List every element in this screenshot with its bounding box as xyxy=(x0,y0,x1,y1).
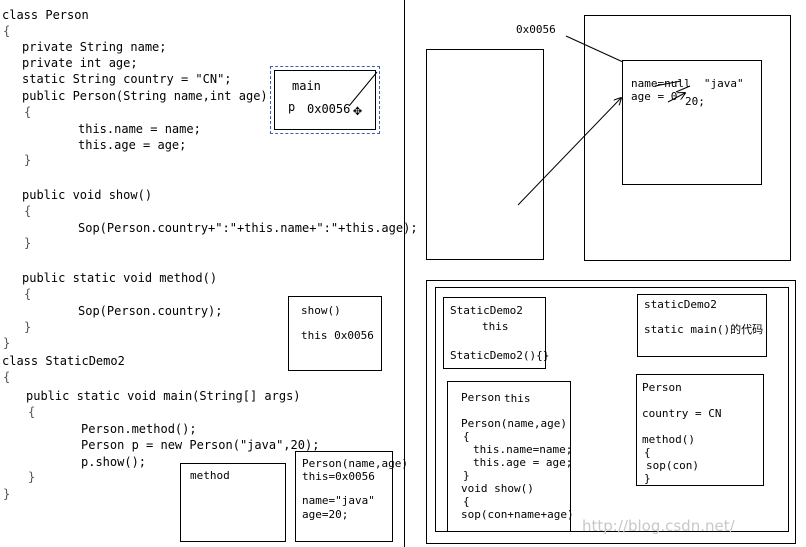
stack-show-title: show() xyxy=(301,304,341,317)
code-main-line2: Person p = new Person("java",20); xyxy=(81,438,320,452)
code-brace: { xyxy=(644,446,651,459)
code-method-signature: public static void method() xyxy=(22,271,218,285)
code-ctor-line2: this.age = age; xyxy=(78,138,187,152)
main-frame-pointer xyxy=(348,71,378,107)
class-person-show: void show() xyxy=(461,482,534,495)
static-person: Person country = CN method() { sop(con) … xyxy=(636,374,764,486)
reference-arrow xyxy=(517,98,621,206)
address-line xyxy=(565,35,624,63)
panel-divider xyxy=(404,0,405,547)
code-brace: } xyxy=(463,469,470,482)
static-staticdemo2: staticDemo2 static main()的代码 xyxy=(637,294,767,357)
stack-frame-person-ctor: Person(name,age) this=0x0056 name="java"… xyxy=(295,451,408,542)
code-brace: } xyxy=(24,320,32,334)
code-class-person: class Person xyxy=(2,8,89,22)
code-brace: { xyxy=(3,24,11,38)
static-staticdemo2-title: staticDemo2 xyxy=(644,298,717,311)
method-area-outer xyxy=(426,280,796,544)
static-person-country: country = CN xyxy=(642,407,722,420)
stack-frame-main-inner xyxy=(274,70,376,130)
class-person-this: this xyxy=(504,392,531,405)
code-brace: { xyxy=(24,204,32,218)
code-show-signature: public void show() xyxy=(22,188,153,202)
class-staticdemo2-this: this xyxy=(482,320,509,333)
person-object: name=null "java" age = 0 20; xyxy=(622,60,762,185)
class-person-title: Person xyxy=(461,391,501,404)
code-brace: { xyxy=(24,105,32,119)
code-ctor-signature: public Person(String name,int age) xyxy=(22,89,268,103)
code-brace: } xyxy=(3,336,11,350)
age-strike xyxy=(675,85,691,93)
heap-address-label: 0x0056 xyxy=(516,23,556,36)
code-brace: { xyxy=(24,287,32,301)
object-age-new-value: 20; xyxy=(685,95,705,108)
stack-frame-show: show() this 0x0056 xyxy=(288,296,382,371)
stack-main-ref: 0x0056 xyxy=(307,102,351,116)
class-person-show-body: sop(con+name+age) xyxy=(461,508,574,521)
stack-ctor-title: Person(name,age) xyxy=(302,457,408,470)
class-staticdemo2-title: StaticDemo2 xyxy=(450,304,523,317)
code-method-body: Sop(Person.country); xyxy=(78,304,223,318)
class-staticdemo2-ctor: StaticDemo2(){} xyxy=(450,349,550,362)
class-person-line2: this.age = age; xyxy=(473,456,573,469)
code-class-demo: class StaticDemo2 xyxy=(2,354,125,368)
object-age-field: age = 0 xyxy=(631,90,678,103)
stack-ctor-age: age=20; xyxy=(302,508,349,521)
code-main-line3: p.show(); xyxy=(81,455,147,469)
stack-main-title: main xyxy=(292,79,321,93)
stack-ctor-this: this=0x0056 xyxy=(302,470,375,483)
class-person-line1: this.name=name; xyxy=(473,443,573,456)
code-brace: } xyxy=(3,487,11,501)
null-strike xyxy=(654,80,682,87)
heap-region xyxy=(584,15,791,261)
stack-show-this: this 0x0056 xyxy=(301,329,374,342)
class-staticdemo2: StaticDemo2 this StaticDemo2(){} xyxy=(443,297,550,369)
static-person-method: method() xyxy=(642,433,695,446)
static-person-body: sop(con) xyxy=(646,459,699,472)
code-brace: } xyxy=(28,470,36,484)
code-brace: { xyxy=(463,495,470,508)
stack-region xyxy=(426,49,544,260)
stack-frame-method: method xyxy=(180,463,286,542)
age-update-arrow xyxy=(667,93,685,103)
code-brace: { xyxy=(3,370,11,384)
stack-frame-main[interactable]: main p 0x0056 ✥ xyxy=(270,66,380,134)
stack-method-title: method xyxy=(190,469,230,482)
class-person-ctor: Person(name,age) xyxy=(461,417,567,430)
static-staticdemo2-main: static main()的代码 xyxy=(644,323,764,336)
code-brace: } xyxy=(644,472,651,485)
code-brace: } xyxy=(24,153,32,167)
move-cursor-icon: ✥ xyxy=(353,101,363,119)
stack-main-var: p xyxy=(288,100,296,114)
code-show-body: Sop(Person.country+":"+this.name+":"+thi… xyxy=(78,221,418,235)
code-brace: { xyxy=(463,430,470,443)
code-ctor-line1: this.name = name; xyxy=(78,122,201,136)
code-field-age: private int age; xyxy=(22,56,138,70)
watermark: http://blog.csdn.net/ xyxy=(582,517,735,535)
code-main-signature: public static void main(String[] args) xyxy=(26,389,301,403)
static-person-title: Person xyxy=(642,381,682,394)
class-person: Person this Person(name,age) { this.name… xyxy=(447,381,574,531)
code-main-line1: Person.method(); xyxy=(81,422,197,436)
method-area xyxy=(435,287,789,532)
code-brace: { xyxy=(28,405,36,419)
stack-ctor-name: name="java" xyxy=(302,494,375,507)
code-field-country: static String country = "CN"; xyxy=(22,72,232,86)
object-name-field: name=null "java" xyxy=(631,77,744,90)
code-brace: } xyxy=(24,236,32,250)
code-field-name: private String name; xyxy=(22,40,167,54)
